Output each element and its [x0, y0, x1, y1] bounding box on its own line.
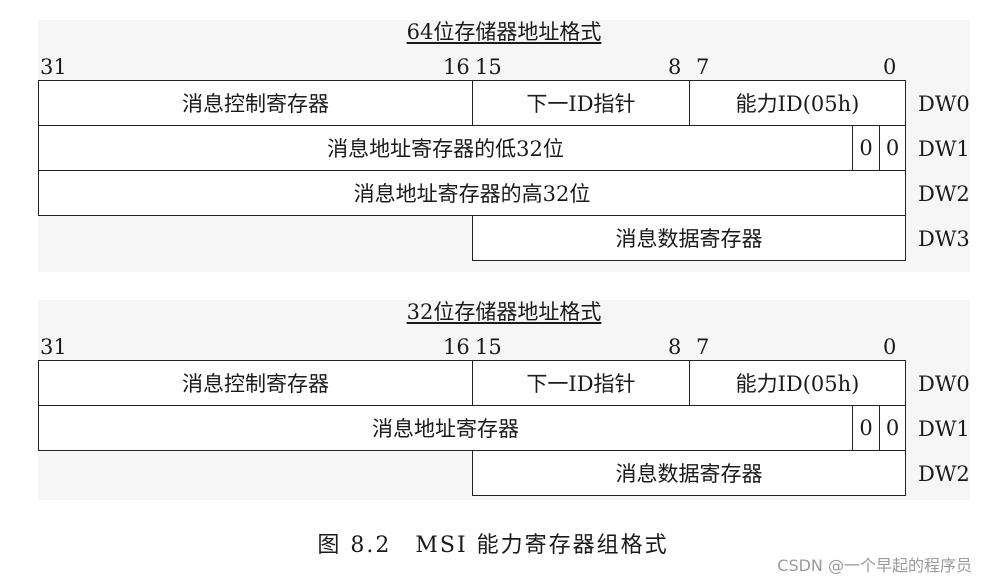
diagram-32bit: 32位存储器地址格式 31 16 15 8 7 0 消息控制寄存器 下一ID指针… [38, 300, 970, 500]
bit-16: 16 [443, 55, 470, 79]
next-id-pointer: 下一ID指针 [472, 360, 690, 406]
msg-address-high: 消息地址寄存器的高32位 [38, 170, 906, 216]
watermark: CSDN @一个早起的程序员 [777, 556, 972, 575]
capability-id: 能力ID(05h) [689, 80, 906, 126]
dw0-label: DW0 [918, 372, 970, 396]
msg-data-register: 消息数据寄存器 [472, 215, 906, 261]
capability-id: 能力ID(05h) [689, 360, 906, 406]
msg-address-low: 消息地址寄存器的低32位 [38, 125, 853, 171]
title-32bit: 32位存储器地址格式 [406, 300, 602, 324]
bit-16: 16 [443, 335, 470, 359]
dw0-label: DW0 [918, 92, 970, 116]
zero-bit-1: 0 [852, 125, 880, 171]
zero-bit-1: 0 [852, 405, 880, 451]
bit-7: 7 [696, 335, 710, 359]
bit-15: 15 [475, 55, 502, 79]
bit-0: 0 [883, 55, 897, 79]
bit-31: 31 [40, 55, 67, 79]
bit-8: 8 [668, 335, 682, 359]
dw1-label: DW1 [918, 137, 970, 161]
bit-31: 31 [40, 335, 67, 359]
title-64bit: 64位存储器地址格式 [406, 20, 602, 44]
zero-bit-0: 0 [879, 125, 906, 171]
dw2-label: DW2 [918, 462, 970, 486]
msg-control-register: 消息控制寄存器 [38, 360, 473, 406]
dw3-label: DW3 [918, 227, 970, 251]
diagram-64bit: 64位存储器地址格式 31 16 15 8 7 0 消息控制寄存器 下一ID指针… [38, 20, 970, 272]
next-id-pointer: 下一ID指针 [472, 80, 690, 126]
msg-control-register: 消息控制寄存器 [38, 80, 473, 126]
msg-data-register: 消息数据寄存器 [472, 450, 906, 496]
zero-bit-0: 0 [879, 405, 906, 451]
figure-caption: 图 8.2 MSI 能力寄存器组格式 [317, 533, 669, 558]
bit-7: 7 [696, 55, 710, 79]
dw2-label: DW2 [918, 182, 970, 206]
bit-0: 0 [883, 335, 897, 359]
dw1-label: DW1 [918, 417, 970, 441]
bit-8: 8 [668, 55, 682, 79]
bit-15: 15 [475, 335, 502, 359]
msg-address-register: 消息地址寄存器 [38, 405, 853, 451]
